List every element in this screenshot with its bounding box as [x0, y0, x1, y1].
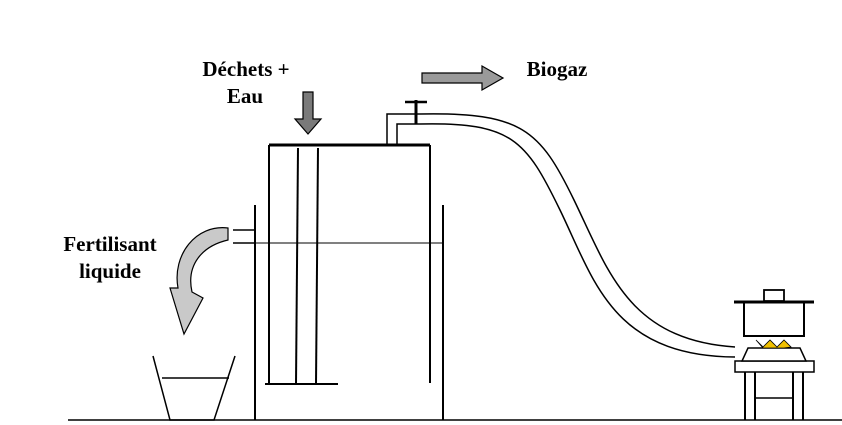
gas-hose — [419, 113, 736, 358]
biogas-right-arrow — [421, 64, 505, 92]
flame-icon — [755, 339, 792, 349]
fertilizer-label-line1: Fertilisant — [63, 232, 156, 256]
gas-riser — [386, 100, 427, 145]
fertilizer-curved-arrow — [169, 227, 229, 336]
inlet-pipe — [265, 147, 338, 385]
fertilizer-label-line2: liquide — [79, 259, 141, 283]
biogas-label: Biogaz — [527, 57, 588, 81]
digester-pit — [254, 205, 444, 420]
bucket-icon — [152, 355, 236, 421]
feed-down-arrow — [293, 91, 323, 135]
waste-label-line2: Eau — [227, 84, 264, 108]
outlet-spout — [233, 229, 255, 244]
waste-label-line1: Déchets + — [202, 57, 289, 81]
burner — [740, 347, 808, 362]
cooking-pot-icon — [734, 289, 814, 337]
gas-holder-drum — [268, 143, 431, 383]
stove-stand — [734, 360, 815, 420]
